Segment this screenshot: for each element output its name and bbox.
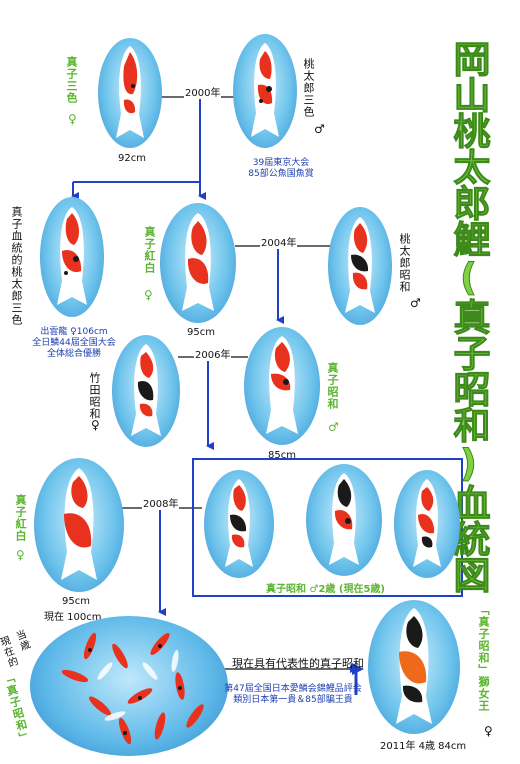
dam-label-gen1: 真子三色 xyxy=(65,56,78,104)
year-2008: 2008年 xyxy=(142,495,180,510)
koi-showa-icon xyxy=(266,336,298,434)
left-size-1-gen4: 95cm xyxy=(62,596,90,607)
bottom-award-1: 第47屆全国日本愛鱗会錦鯉品評会 xyxy=(224,684,362,694)
left-award-2-gen2: 全日鱗44屆全国大会 xyxy=(32,338,116,348)
left-award-3-gen2: 全体総合優勝 xyxy=(46,349,101,359)
koi-sanke-icon xyxy=(57,207,87,305)
koi-photo-offspring-2 xyxy=(306,464,382,576)
koi-sanke-icon xyxy=(116,46,144,138)
koi-showa-icon xyxy=(131,344,161,436)
sire-award-2-gen1: 85部公魚国魚賞 xyxy=(248,169,314,179)
bottom-headline: 現在具有代表性的真子昭和 xyxy=(232,657,364,670)
sire-label-gen1: 桃太郎三色 xyxy=(302,58,315,118)
koi-photo-sire-gen2 xyxy=(328,207,392,325)
koi-photo-sire-gen1 xyxy=(233,34,297,148)
koi-photo-dam-gen3 xyxy=(112,335,180,447)
mid-sex-gen2: ♀ xyxy=(144,288,153,302)
koi-photo-left-gen4 xyxy=(34,458,124,592)
left-sex-gen4: ♀ xyxy=(16,548,25,562)
left-size-2-gen4: 現在 100cm xyxy=(44,612,102,623)
left-label-gen2: 真子血統的桃太郎三色 xyxy=(10,206,23,326)
year-2006: 2006年 xyxy=(194,346,232,361)
dam-sex-gen1: ♀ xyxy=(68,112,77,126)
koi-photo-dam-gen1 xyxy=(98,38,162,148)
koi-photo-mid-gen2 xyxy=(160,203,236,323)
sire-sex-gen3: ♂ xyxy=(328,420,339,434)
champion-sex: ♀ xyxy=(484,724,493,738)
koi-photo-left-gen2 xyxy=(40,197,104,317)
dam-size-gen1: 92cm xyxy=(118,153,146,164)
sire-sex-gen1: ♂ xyxy=(314,122,325,136)
koi-school-icon xyxy=(61,632,204,745)
dam-label-gen3: 竹田昭和 xyxy=(88,372,101,420)
bottom-award-2: 類別日本第一貴＆85部騙王貴 xyxy=(233,695,353,705)
koi-school-photo xyxy=(30,616,228,756)
mid-size-gen2: 95cm xyxy=(187,327,215,338)
offspring-caption-text: 真子昭和 ♂2歳 (現在5歳) xyxy=(266,584,385,595)
koi-kohaku-icon xyxy=(182,213,214,311)
offspring-caption: 真子昭和 ♂2歳 (現在5歳) xyxy=(266,580,385,595)
koi-kohaku-icon xyxy=(61,468,97,580)
sire-award-1-gen1: 39屆東京大会 xyxy=(252,158,310,168)
koi-showa-icon xyxy=(396,608,432,724)
koi-showa-icon xyxy=(225,479,253,567)
sire-label-gen2: 桃太郎昭和 xyxy=(398,233,411,293)
mid-label-gen2: 真子紅白 xyxy=(143,226,156,274)
koi-photo-offspring-3 xyxy=(394,470,460,578)
year-2000: 2000年 xyxy=(184,84,222,99)
koi-showa-icon xyxy=(413,479,441,567)
left-award-1-gen2: 出雲龍 ♀106cm xyxy=(40,327,108,337)
koi-photo-champion xyxy=(368,600,460,734)
dam-sex-gen3: ♀ xyxy=(91,418,100,432)
champion-caption: 2011年 4歳 84cm xyxy=(380,741,467,752)
year-2004: 2004年 xyxy=(260,234,298,249)
sire-sex-gen2: ♂ xyxy=(410,296,421,310)
champion-label: 「真子昭和」獅女王 xyxy=(477,604,490,712)
sire-size-gen3: 85cm xyxy=(268,450,296,461)
koi-photo-sire-gen3 xyxy=(244,327,320,445)
sire-label-gen3: 真子昭和 xyxy=(326,362,339,410)
koi-sanke-icon xyxy=(251,43,279,137)
koi-showa-icon xyxy=(345,217,375,313)
koi-showa-icon xyxy=(329,473,359,565)
koi-photo-offspring-1 xyxy=(204,470,274,578)
left-label-gen4: 真子紅白 xyxy=(14,494,27,542)
